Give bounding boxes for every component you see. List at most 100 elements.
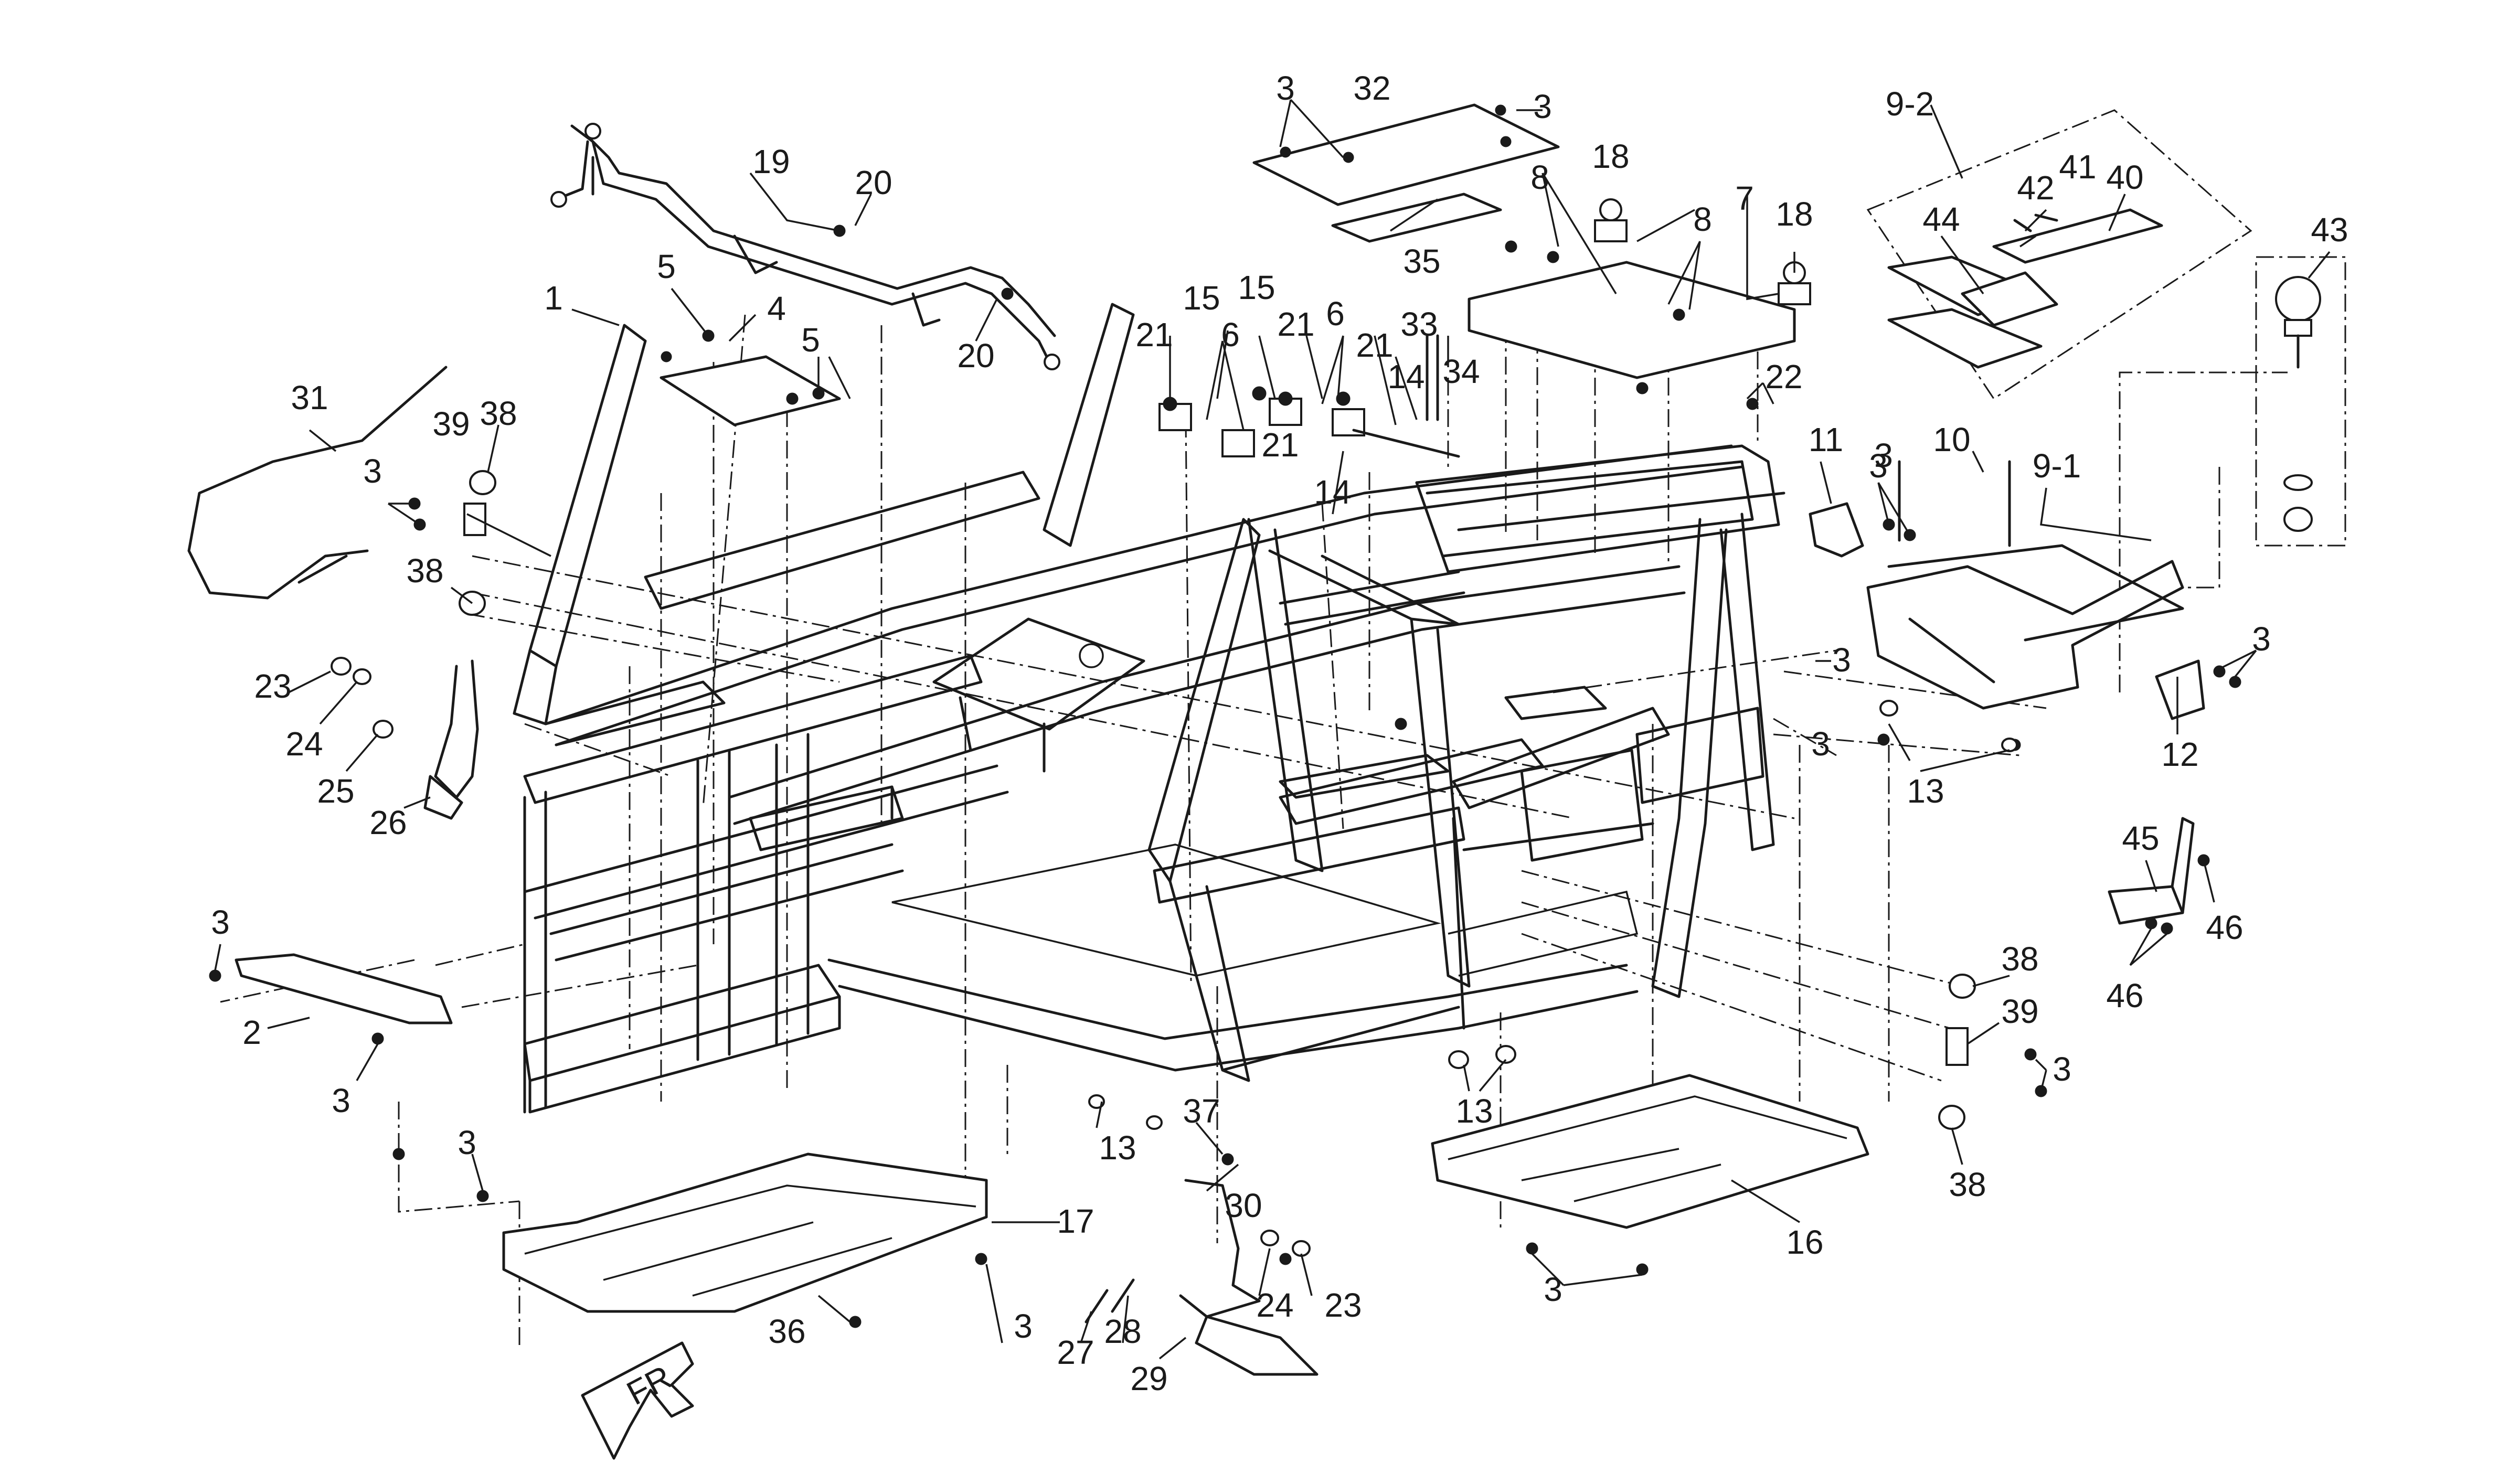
callout-24: 24 [1256,1286,1293,1324]
callout-23: 23 [1324,1286,1362,1324]
callout-32: 32 [1353,69,1390,107]
callout-36: 36 [768,1312,805,1350]
callout-9-2: 9-2 [1886,85,1934,123]
callout-5: 5 [657,248,676,285]
callout-18: 18 [1592,137,1629,175]
callout-31: 31 [291,379,328,417]
callout-3: 3 [458,1124,476,1161]
callout-13: 13 [1907,772,1944,810]
callout-3: 3 [1811,725,1830,763]
callout-21: 21 [1261,426,1299,464]
part-19-front-bar [550,123,1060,370]
callout-15: 15 [1183,279,1220,317]
callout-3: 3 [2252,620,2271,658]
callout-13: 13 [1455,1092,1493,1130]
callout-23: 23 [254,667,291,705]
callout-17: 17 [1057,1202,1094,1240]
part-11-bracket [1809,502,1864,558]
callout-15: 15 [1238,269,1275,306]
callout-21: 21 [1135,316,1173,354]
part-17-front-skid-plate [502,1152,988,1313]
callout-33: 33 [1400,305,1438,343]
part-40-receiver [1992,208,2163,264]
callout-6: 6 [1326,295,1345,333]
callout-30: 30 [1225,1187,1262,1224]
callout-4: 4 [767,290,786,327]
callout-3: 3 [1014,1307,1033,1345]
part-43-hitch-ball [2275,276,2321,532]
callout-46: 46 [2106,977,2143,1015]
callout-24: 24 [285,725,323,763]
part-26-pedal [423,659,479,820]
kit-43-boundary [2255,256,2346,547]
callout-42: 42 [2017,169,2054,207]
part-35-cover [1331,193,1502,243]
callout-11: 11 [1809,421,1843,458]
callout-3: 3 [2053,1050,2071,1088]
callout-20: 20 [957,337,994,375]
part-4-plate [660,355,841,426]
callout-10: 10 [1933,421,1970,458]
callout-34: 34 [1442,353,1480,390]
callout-39: 39 [2001,992,2038,1030]
callout-19: 19 [752,143,790,180]
part-12-bracket [2155,659,2205,720]
callout-38: 38 [2001,940,2038,978]
part-2-bracket [235,953,453,1024]
callout-38: 38 [1949,1166,1986,1203]
callout-25: 25 [317,772,354,810]
callout-29: 29 [1130,1360,1167,1397]
callout-45: 45 [2122,819,2159,857]
callout-8: 8 [1530,158,1549,196]
callout-14: 14 [1314,473,1351,511]
part-32-cover [1252,103,1560,206]
callout-44: 44 [1922,200,1960,238]
front-direction-arrow: FR [581,1341,694,1460]
callout-labels: 1 2 3 3 3 3 3 3 3 3 3 3 3 3 3 3 4 5 5 6 … [211,69,2348,1397]
callout-13: 13 [1099,1129,1136,1167]
callout-3: 3 [332,1082,350,1119]
callout-28: 28 [1104,1312,1141,1350]
callout-20: 20 [855,164,892,201]
callout-3: 3 [1544,1271,1562,1308]
leader-lines [214,99,2331,1360]
part-44-bracket [1887,255,2058,369]
callout-26: 26 [369,804,407,841]
callout-27: 27 [1057,1333,1094,1371]
callout-3: 3 [1533,88,1552,125]
callout-7: 7 [1735,179,1754,217]
callout-43: 43 [2311,211,2348,249]
callout-46: 46 [2206,909,2243,946]
callout-12: 12 [2161,735,2198,773]
callout-41: 41 [2059,148,2096,186]
callout-5: 5 [801,321,820,359]
callout-3: 3 [1874,436,1893,474]
callout-6: 6 [1221,316,1240,354]
callout-8: 8 [1693,200,1712,238]
callout-18: 18 [1776,195,1813,233]
callout-3: 3 [363,452,382,490]
callout-3: 3 [1276,69,1295,107]
callout-16: 16 [1786,1223,1823,1261]
callout-1: 1 [544,279,563,317]
callout-3: 3 [1869,447,1888,485]
callout-22: 22 [1765,358,1802,396]
callout-21: 21 [1356,326,1393,364]
callout-3: 3 [211,903,230,941]
main-frame [513,303,1785,1114]
callout-38: 38 [480,394,517,432]
callout-40: 40 [2106,158,2143,196]
callout-3: 3 [1832,641,1851,679]
callout-37: 37 [1183,1092,1220,1130]
part-29-pedal [1179,1179,1319,1376]
assembly-lines [220,314,2288,1348]
part-16-rear-skid-plate [1431,1074,1869,1229]
callout-39: 39 [432,405,470,443]
callout-9-1: 9-1 [2033,447,2081,485]
callout-35: 35 [1403,242,1440,280]
callout-38: 38 [406,552,443,590]
callout-21: 21 [1277,305,1314,343]
callout-2: 2 [242,1013,261,1051]
